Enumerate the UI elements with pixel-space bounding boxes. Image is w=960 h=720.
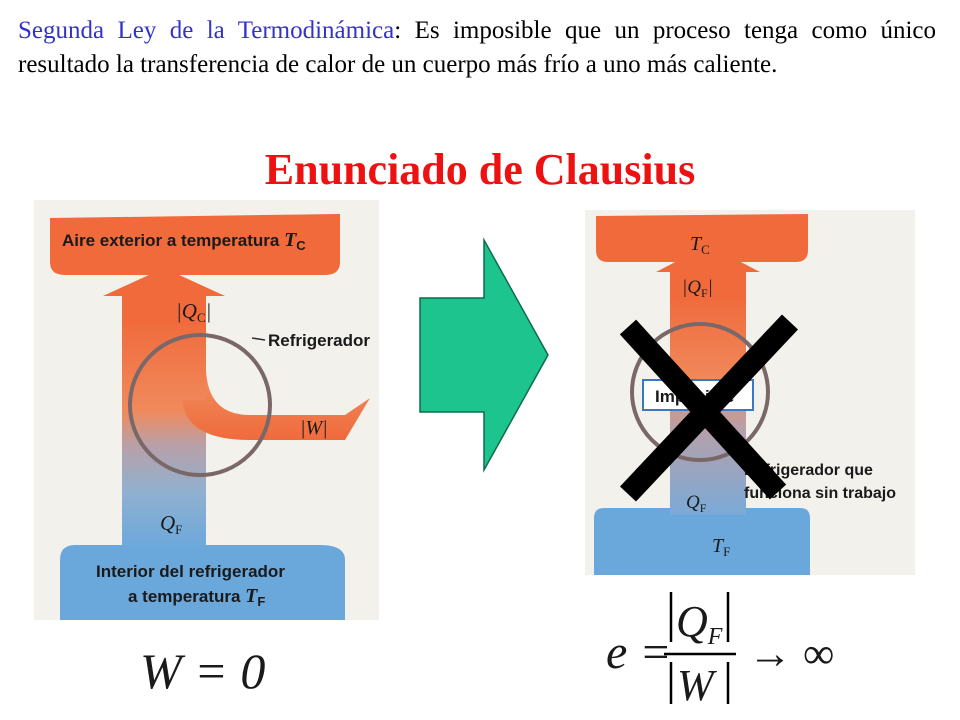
equation-lhs: e =: [606, 626, 672, 679]
impossible-cross-stroke-b: [619, 319, 787, 500]
right-cold-reservoir: [594, 508, 810, 575]
denominator-w: W: [677, 661, 717, 710]
no-work-fridge-label-line2: funciona sin trabajo: [744, 485, 896, 502]
work-input-arrow: [182, 370, 370, 440]
inside-fridge-label-line2: a temperatura TF: [128, 585, 265, 609]
inside-fridge-label-line1: Interior del refrigerador: [96, 562, 285, 581]
refrigerator-label: Refrigerador: [268, 331, 370, 350]
efficiency-equation: e = QF W → ∞: [606, 592, 834, 710]
heat-cold-label: QF: [160, 511, 182, 537]
numerator-q: QF: [676, 597, 723, 650]
page-title: Enunciado de Clausius: [264, 145, 696, 194]
right-refrigerator-diagram: Imposible TC |QF| Refrigerador que funci…: [585, 210, 915, 575]
right-hot-temp-label: TC: [690, 233, 710, 257]
right-heat-hot-label: |QF|: [682, 277, 713, 300]
refrigerator-leader-line: [251, 337, 266, 341]
heat-out-arrow: [103, 268, 225, 325]
law-text: : Es imposible que un proceso tenga como…: [18, 17, 937, 78]
transform-arrow: [419, 237, 549, 473]
heat-hot-label: |QC|: [176, 299, 211, 325]
cold-reservoir: [60, 545, 345, 620]
right-heat-cold-label: QF: [686, 492, 707, 515]
hot-reservoir: [50, 214, 340, 275]
refrigerator-circle: [128, 333, 272, 477]
outside-air-label: Aire exterior a temperatura TC: [62, 229, 306, 253]
right-refrigerator-circle: [630, 322, 770, 462]
second-law-statement: Segunda Ley de la Termodinámica: Es impo…: [18, 14, 936, 82]
left-refrigerator-diagram: Aire exterior a temperatura TC |QC| Refr…: [34, 200, 379, 620]
equation-rhs: → ∞: [748, 629, 834, 678]
right-hot-reservoir: [596, 214, 808, 262]
law-name: Segunda Ley de la Termodinámica: [18, 17, 395, 44]
right-cold-temp-label: TF: [712, 535, 730, 559]
work-zero-equation: W = 0: [140, 643, 265, 699]
work-label: |W|: [300, 417, 328, 439]
